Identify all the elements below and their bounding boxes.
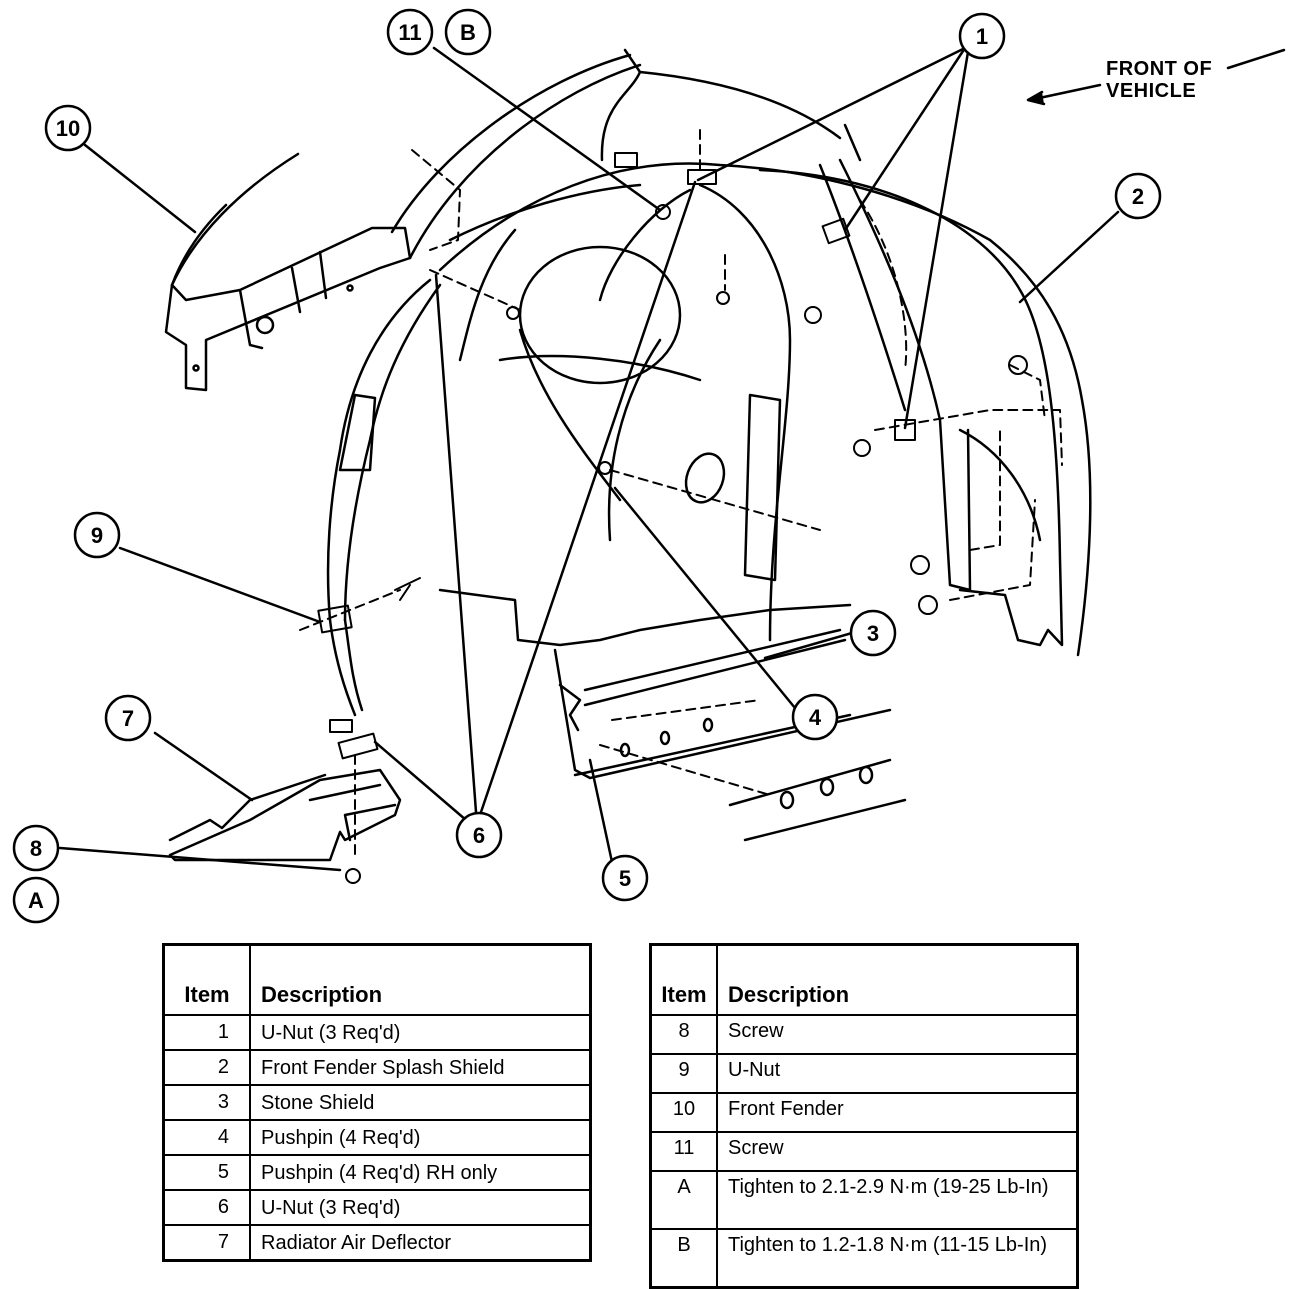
item-description: Tighten to 2.1-2.9 N·m (19-25 Lb-In) — [716, 1170, 1079, 1230]
svg-text:6: 6 — [473, 823, 485, 848]
svg-text:7: 7 — [122, 706, 134, 731]
item-description: Screw — [716, 1131, 1079, 1172]
callout-1: 1 — [958, 12, 1006, 60]
item-number: 10 — [649, 1092, 718, 1133]
item-column-header: Item — [649, 943, 718, 1016]
front-of-vehicle-label: FRONT OF VEHICLE — [1106, 58, 1216, 102]
item-description: U-Nut (3 Req'd) — [249, 1189, 592, 1226]
svg-text:10: 10 — [56, 116, 80, 141]
callout-2: 2 — [1114, 172, 1162, 220]
callout-3: 3 — [849, 609, 897, 657]
svg-text:B: B — [460, 20, 476, 45]
callout-A: A — [12, 876, 60, 924]
item-number: 8 — [649, 1014, 718, 1055]
callout-5: 5 — [601, 854, 649, 902]
item-description: Front Fender Splash Shield — [249, 1049, 592, 1086]
item-letter: A — [649, 1170, 718, 1230]
item-description: Pushpin (4 Req'd) RH only — [249, 1154, 592, 1191]
item-description: Stone Shield — [249, 1084, 592, 1121]
front-fender-part — [164, 53, 642, 392]
front-of-vehicle-arrow — [1026, 48, 1286, 106]
item-number: 5 — [162, 1154, 251, 1191]
fastener-hardware — [317, 152, 1028, 884]
item-number: 9 — [649, 1053, 718, 1094]
item-description: U-Nut (3 Req'd) — [249, 1014, 592, 1051]
callout-9: 9 — [73, 511, 121, 559]
radiator-air-deflector-part — [168, 768, 402, 862]
item-description: Tighten to 1.2-1.8 N·m (11-15 Lb-In) — [716, 1228, 1079, 1288]
item-number: 3 — [162, 1084, 251, 1121]
item-description: U-Nut — [716, 1053, 1079, 1094]
callout-8: 8 — [12, 824, 60, 872]
item-description: Screw — [716, 1014, 1079, 1055]
callout-B: B — [444, 8, 492, 56]
exploded-assembly-diagram: 1 2 3 4 5 6 7 8 9 10 11 A B — [12, 8, 1286, 924]
item-number: 4 — [162, 1119, 251, 1156]
front-of-vehicle-text: FRONT OF VEHICLE — [1106, 58, 1213, 102]
svg-text:8: 8 — [30, 836, 42, 861]
callout-7: 7 — [104, 694, 152, 742]
svg-text:5: 5 — [619, 866, 631, 891]
svg-text:2: 2 — [1132, 184, 1144, 209]
svg-text:3: 3 — [867, 621, 879, 646]
item-number: 7 — [162, 1224, 251, 1262]
splash-shield-part — [326, 48, 1092, 717]
description-column-header: Description — [249, 943, 592, 1016]
item-number: 2 — [162, 1049, 251, 1086]
item-description: Pushpin (4 Req'd) — [249, 1119, 592, 1156]
callout-10: 10 — [44, 104, 92, 152]
item-number: 6 — [162, 1189, 251, 1226]
item-number: 1 — [162, 1014, 251, 1051]
item-description: Radiator Air Deflector — [249, 1224, 592, 1262]
item-letter: B — [649, 1228, 718, 1288]
svg-text:4: 4 — [809, 705, 822, 730]
callout-4: 4 — [791, 693, 839, 741]
svg-text:9: 9 — [91, 523, 103, 548]
item-number: 11 — [649, 1131, 718, 1172]
description-column-header: Description — [716, 943, 1079, 1016]
fastener-paths — [299, 129, 1063, 861]
item-description: Front Fender — [716, 1092, 1079, 1133]
legend-header-row: Item Description — [162, 943, 592, 1016]
svg-text:1: 1 — [976, 24, 988, 49]
svg-text:11: 11 — [398, 20, 421, 45]
callouts: 1 2 3 4 5 6 7 8 9 10 11 A B — [12, 8, 1162, 924]
callout-6: 6 — [455, 811, 503, 859]
stone-shield-part — [553, 628, 907, 842]
callout-11: 11 — [386, 8, 434, 56]
item-column-header: Item — [162, 943, 251, 1016]
legend-header-row: Item Description — [649, 943, 1079, 1016]
leader-lines — [58, 46, 1120, 872]
svg-text:A: A — [28, 888, 44, 913]
